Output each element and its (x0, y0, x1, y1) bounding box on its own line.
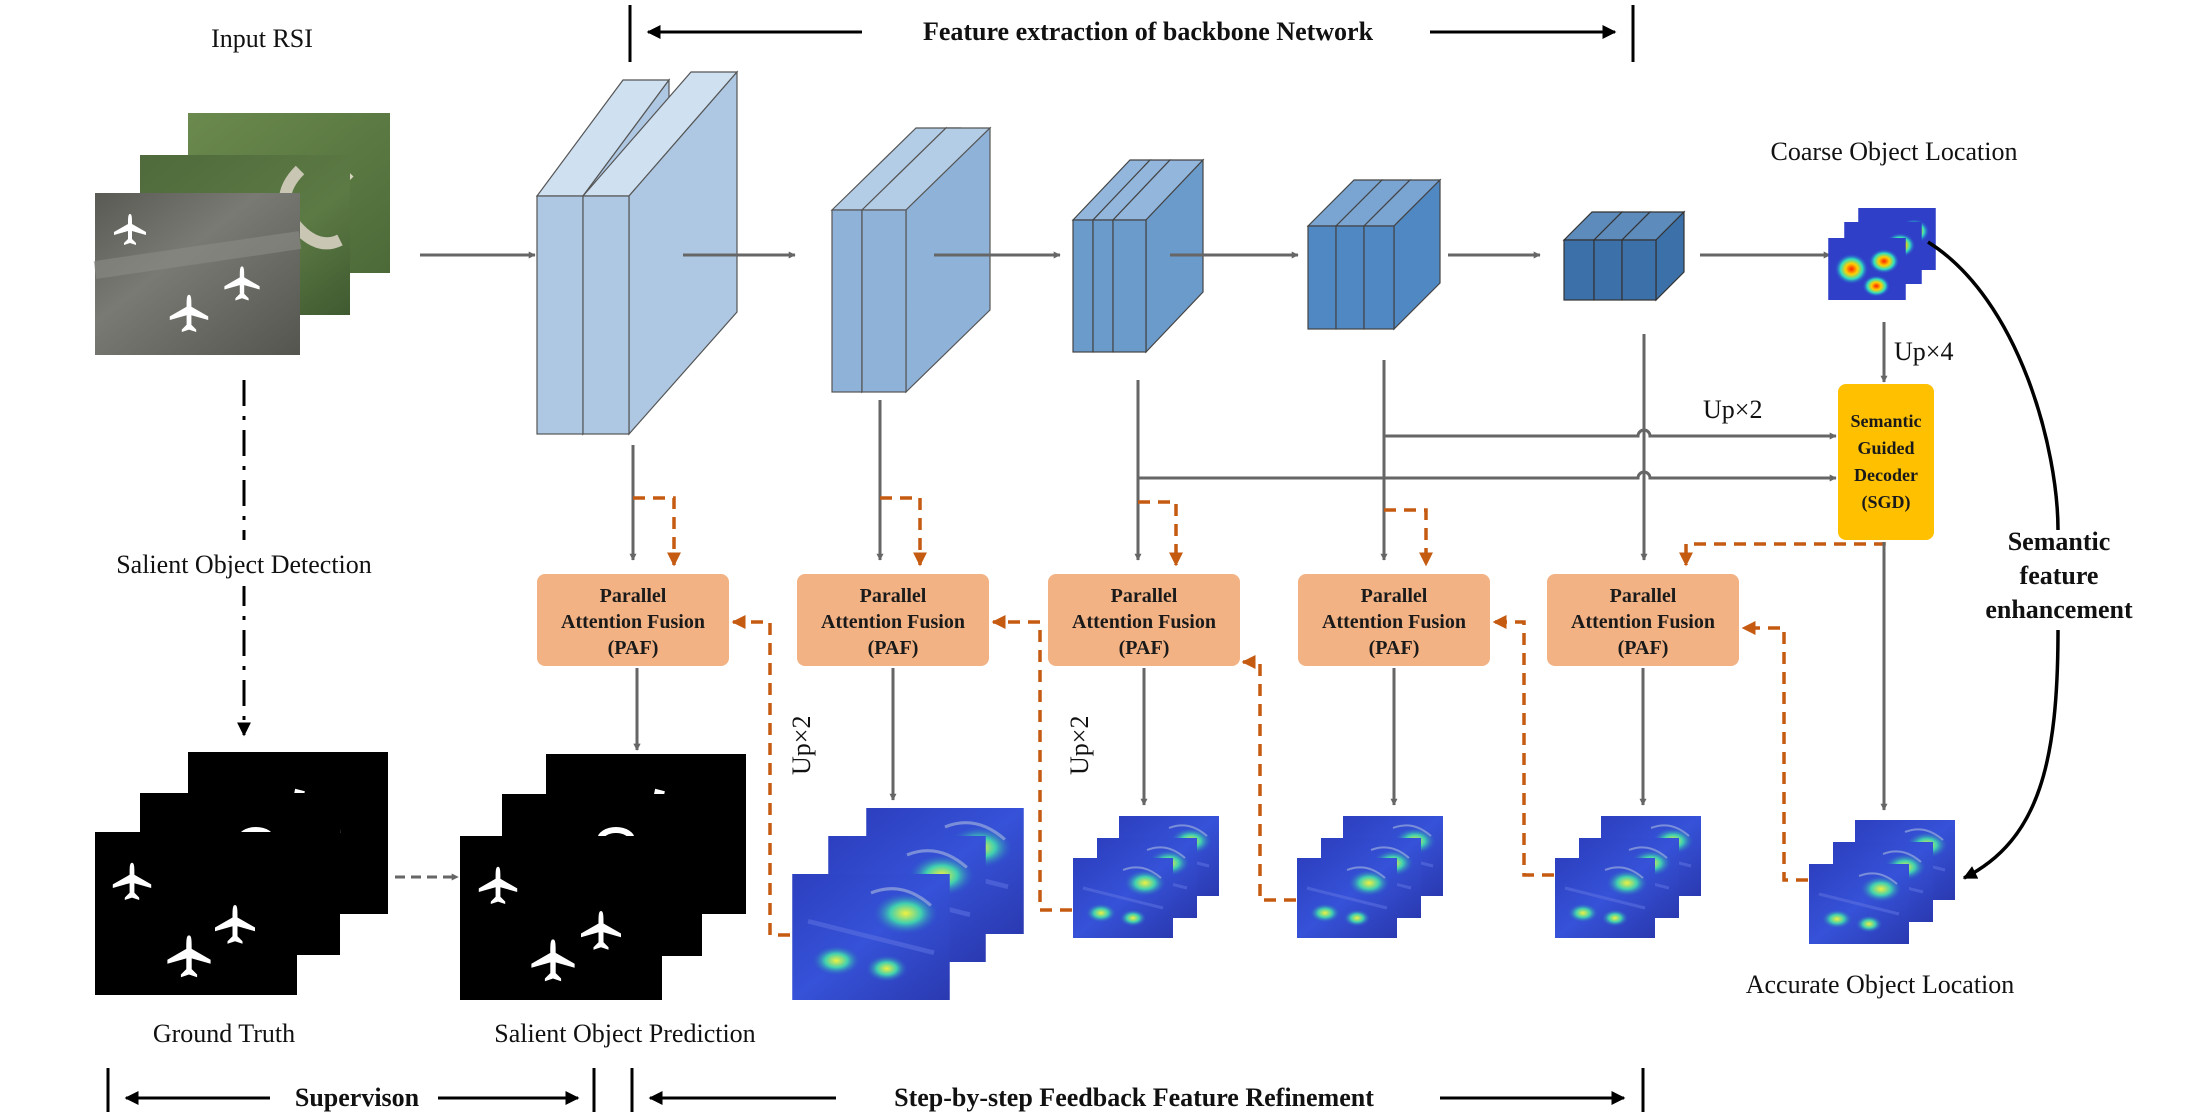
paf-2-line-3: (PAF) (868, 637, 919, 659)
paf-5-line-2: Attention Fusion (1571, 611, 1715, 633)
footer-bar: Supervison Step-by-step Feedback Feature… (106, 1068, 1645, 1112)
backbone-stage-5 (1562, 210, 1686, 302)
sgd-line-2: Guided (1857, 438, 1914, 458)
accurate-heatmap-stack (1808, 820, 1956, 944)
paf-5-line-1: Parallel (1610, 585, 1677, 607)
paf-1-line-3: (PAF) (608, 637, 659, 659)
coarse-heatmap-stack (1828, 208, 1936, 300)
heatmap-icon (1828, 238, 1906, 300)
input-image-stack (93, 113, 390, 355)
supervision-label: Supervison (295, 1083, 420, 1112)
semantic-label-3: enhancement (1985, 595, 2133, 624)
refined-heatmap-stack-4 (1554, 816, 1702, 938)
paf-box-2: Parallel Attention Fusion (PAF) (797, 574, 989, 666)
up4-label: Up×4 (1894, 337, 1953, 366)
paf-3-line-1: Parallel (1111, 585, 1178, 607)
refinement-label: Step-by-step Feedback Feature Refinement (894, 1083, 1374, 1112)
sgd-box: Semantic Guided Decoder (SGD) (1838, 384, 1934, 540)
refined-heatmap-stack-3 (1296, 816, 1444, 938)
paf-4-line-2: Attention Fusion (1322, 611, 1466, 633)
paf-2-line-2: Attention Fusion (821, 611, 965, 633)
semantic-curve-bottom (1962, 629, 2060, 880)
accurate-location-label: Accurate Object Location (1746, 970, 2015, 999)
semantic-label-2: feature (2020, 561, 2099, 590)
semantic-curve-top (1927, 240, 2060, 531)
up2-rotated-label-b: Up×2 (1065, 716, 1094, 775)
refined-heatmap-stack-1 (792, 808, 1024, 1000)
backbone-title: Feature extraction of backbone Network (923, 17, 1374, 46)
heatmap-icon (792, 874, 950, 1000)
sgd-line-1: Semantic (1851, 411, 1922, 431)
heatmap-icon (1808, 864, 1910, 944)
up2-top-label: Up×2 (1703, 395, 1762, 424)
up2-rotated-label-a: Up×2 (787, 716, 816, 775)
coarse-location-label: Coarse Object Location (1771, 137, 2018, 166)
feedback-lines (633, 496, 1886, 567)
backbone-to-paf-arrows (629, 400, 884, 561)
ground-truth-stack (95, 752, 388, 995)
paf-box-3: Parallel Attention Fusion (PAF) (1048, 574, 1240, 666)
semantic-label-1: Semantic (2008, 527, 2111, 556)
sod-label: Salient Object Detection (116, 550, 372, 579)
paf-1-line-2: Attention Fusion (561, 611, 705, 633)
prediction-stack (460, 754, 746, 1000)
backbone-stage-1 (535, 70, 739, 436)
input-rsi-label: Input RSI (211, 24, 313, 53)
paf-3-line-2: Attention Fusion (1072, 611, 1216, 633)
sgd-input-lines (1134, 334, 1837, 561)
paf-4-line-3: (PAF) (1369, 637, 1420, 659)
sgd-line-4: (SGD) (1862, 492, 1911, 513)
paf-4-line-1: Parallel (1361, 585, 1428, 607)
paf-3-line-3: (PAF) (1119, 637, 1170, 659)
sod-label-bg (95, 540, 395, 586)
heatmap-icon (1072, 858, 1174, 938)
paf-box-1: Parallel Attention Fusion (PAF) (537, 574, 729, 666)
refined-heatmap-stack-2 (1072, 816, 1220, 938)
paf-5-line-3: (PAF) (1618, 637, 1669, 659)
heatmap-icon (1554, 858, 1656, 938)
sgd-line-3: Decoder (1854, 465, 1918, 485)
paf-box-5: Parallel Attention Fusion (PAF) (1547, 574, 1739, 666)
paf-box-4: Parallel Attention Fusion (PAF) (1298, 574, 1490, 666)
backbone-header: Feature extraction of backbone Network (628, 5, 1635, 62)
prediction-label: Salient Object Prediction (494, 1019, 755, 1048)
backbone-stage-2 (830, 126, 992, 394)
backbone-stage-4 (1306, 178, 1442, 331)
ground-truth-label: Ground Truth (153, 1019, 295, 1048)
paf-2-line-1: Parallel (860, 585, 927, 607)
heatmap-feedback-lines (731, 615, 1808, 937)
heatmap-icon (1296, 858, 1398, 938)
paf-1-line-1: Parallel (600, 585, 667, 607)
